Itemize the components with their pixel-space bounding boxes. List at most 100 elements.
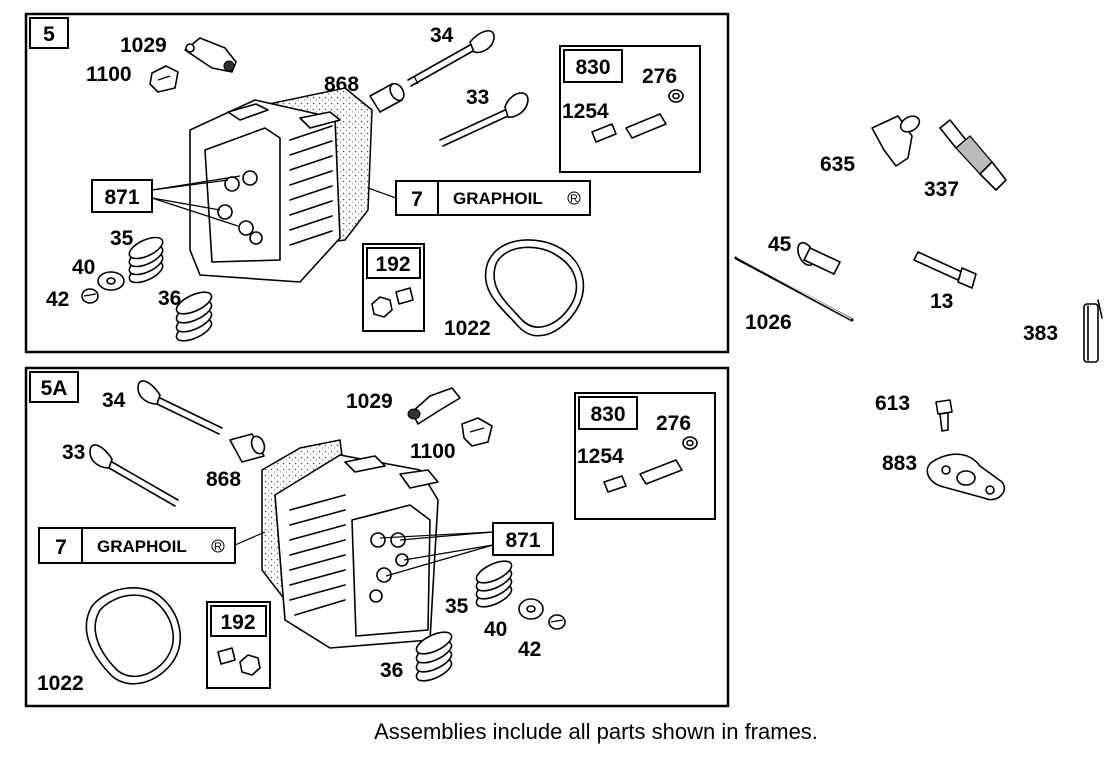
label-40: 40 (72, 256, 95, 279)
registered-b-icon (211, 539, 225, 553)
label-35: 35 (110, 227, 134, 250)
rocker-arm-b-part (407, 387, 461, 425)
valve-guide-868-part (369, 82, 405, 113)
valve-33b-part (89, 444, 179, 507)
label-35b: 35 (445, 595, 469, 618)
label-1254: 1254 (562, 100, 609, 123)
spark-plug-boot-635-part (871, 115, 921, 167)
nut-192-part (371, 296, 393, 318)
kit-830b-box: 830 276 1254 (574, 392, 716, 520)
label-36b: 36 (380, 659, 403, 682)
label-1254b: 1254 (577, 445, 624, 468)
label-45: 45 (768, 233, 792, 256)
label-1029: 1029 (120, 34, 167, 57)
retainer-40b-part (518, 598, 544, 620)
label-830b: 830 (590, 403, 625, 426)
frame-5a: 5A 34 33 868 1029 1100 (24, 366, 730, 708)
kit-192b-box: 192 (206, 601, 271, 689)
registered-icon (567, 191, 581, 205)
spring-35-part (128, 236, 164, 284)
retainer-40-part (97, 271, 125, 291)
label-1100b: 1100 (410, 440, 456, 463)
label-7: 7 (411, 188, 423, 211)
label-34b: 34 (102, 389, 126, 412)
label-1022: 1022 (444, 317, 491, 340)
valve-34-part (407, 30, 495, 87)
label-1026: 1026 (745, 311, 792, 334)
kit-7-graphoil-b-box: 7 GRAPHOIL R (38, 527, 266, 564)
label-33b: 33 (62, 441, 85, 464)
loose-parts: 635 337 45 1026 13 383 (734, 115, 1103, 501)
label-33: 33 (466, 86, 489, 109)
rocker-ball-part (149, 65, 179, 93)
label-192: 192 (375, 253, 410, 276)
label-1100: 1100 (86, 63, 132, 86)
label-34: 34 (430, 24, 454, 47)
svg-text:R: R (214, 541, 222, 553)
label-613: 613 (875, 392, 910, 415)
kit-871b-box (492, 522, 554, 556)
cover-gasket-1022b-part (85, 587, 182, 685)
svg-text:R: R (570, 193, 578, 205)
spring-36b-part (415, 631, 453, 682)
rod-1026-part (734, 256, 854, 322)
label-635: 635 (820, 153, 855, 176)
screw-1254-part (591, 123, 617, 143)
part-45 (797, 241, 841, 275)
part-383 (1083, 299, 1103, 363)
label-337: 337 (924, 178, 959, 201)
label-383: 383 (1023, 322, 1058, 345)
footer-note: Assemblies include all parts shown in fr… (374, 719, 818, 744)
label-276b: 276 (656, 412, 691, 435)
kit-830-box: 830 276 1254 (559, 45, 701, 173)
label-868b: 868 (206, 468, 241, 491)
keeper-42b-part (548, 614, 566, 630)
graphoil-label: GRAPHOIL (453, 189, 543, 208)
valve-34b-part (137, 380, 223, 435)
frame-5-id: 5 (43, 23, 55, 46)
label-830: 830 (575, 56, 610, 79)
label-1029b: 1029 (346, 390, 393, 413)
label-36: 36 (158, 287, 181, 310)
frame-5-id-box (29, 17, 69, 49)
label-192b: 192 (220, 611, 255, 634)
stud-192-part (395, 287, 414, 305)
stud-192b-part (217, 647, 236, 665)
label-871: 871 (104, 186, 139, 209)
label-42b: 42 (518, 638, 541, 661)
spring-35b-part (475, 560, 513, 608)
frame-5a-id-box (29, 371, 79, 403)
graphoil-b-label: GRAPHOIL (97, 537, 187, 556)
frame-5: 5 1029 1100 34 33 (24, 12, 730, 354)
valve-33-part (439, 92, 529, 147)
bolt-13-part (913, 251, 977, 289)
screw-613-part (935, 399, 953, 432)
label-13: 13 (930, 290, 953, 313)
spark-plug-337-part (939, 119, 1007, 191)
stud-1254-part (625, 113, 667, 139)
nut-192b-part (239, 654, 261, 676)
spring-36-part (175, 291, 213, 342)
label-276: 276 (642, 65, 677, 88)
screw-1254b-part (603, 475, 627, 493)
kit-871-box (91, 179, 153, 213)
cylinder-head-top-part (189, 99, 341, 283)
stud-1254b-part (639, 459, 683, 485)
label-883: 883 (882, 452, 917, 475)
gasket-883-part (926, 453, 1006, 501)
label-40b: 40 (484, 618, 507, 641)
label-7b: 7 (55, 536, 67, 559)
cylinder-head-bottom-part (274, 454, 439, 649)
kit-7-graphoil-box: 7 GRAPHOIL R (367, 180, 591, 216)
valve-guide-868b-part (229, 433, 266, 463)
label-42: 42 (46, 288, 69, 311)
rocker-arm-part (184, 37, 237, 73)
kit-192-box: 192 (362, 243, 425, 332)
keeper-42-part (81, 288, 99, 304)
label-1022b: 1022 (37, 672, 84, 695)
frame-5a-id: 5A (41, 377, 68, 400)
label-871b: 871 (505, 529, 540, 552)
rocker-ball-b-part (461, 417, 493, 447)
cover-gasket-1022-part (484, 239, 585, 337)
